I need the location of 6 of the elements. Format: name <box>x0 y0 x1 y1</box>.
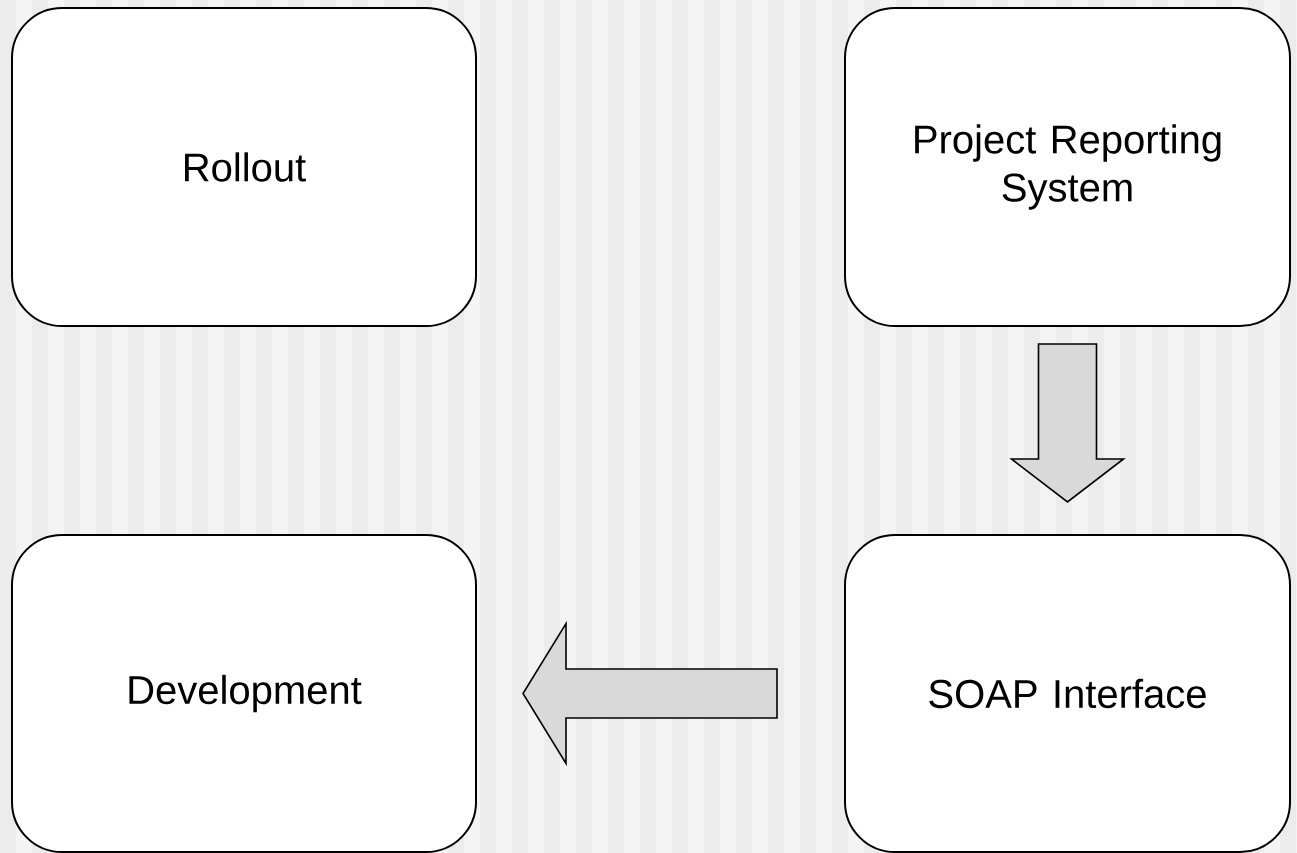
block-arrow <box>522 620 778 767</box>
process-box: SOAP Interface <box>844 534 1291 853</box>
block-arrow <box>1009 343 1126 503</box>
process-box: Rollout <box>11 7 477 327</box>
process-box: Development <box>11 534 477 853</box>
process-box: Project Reporting System <box>844 7 1291 327</box>
